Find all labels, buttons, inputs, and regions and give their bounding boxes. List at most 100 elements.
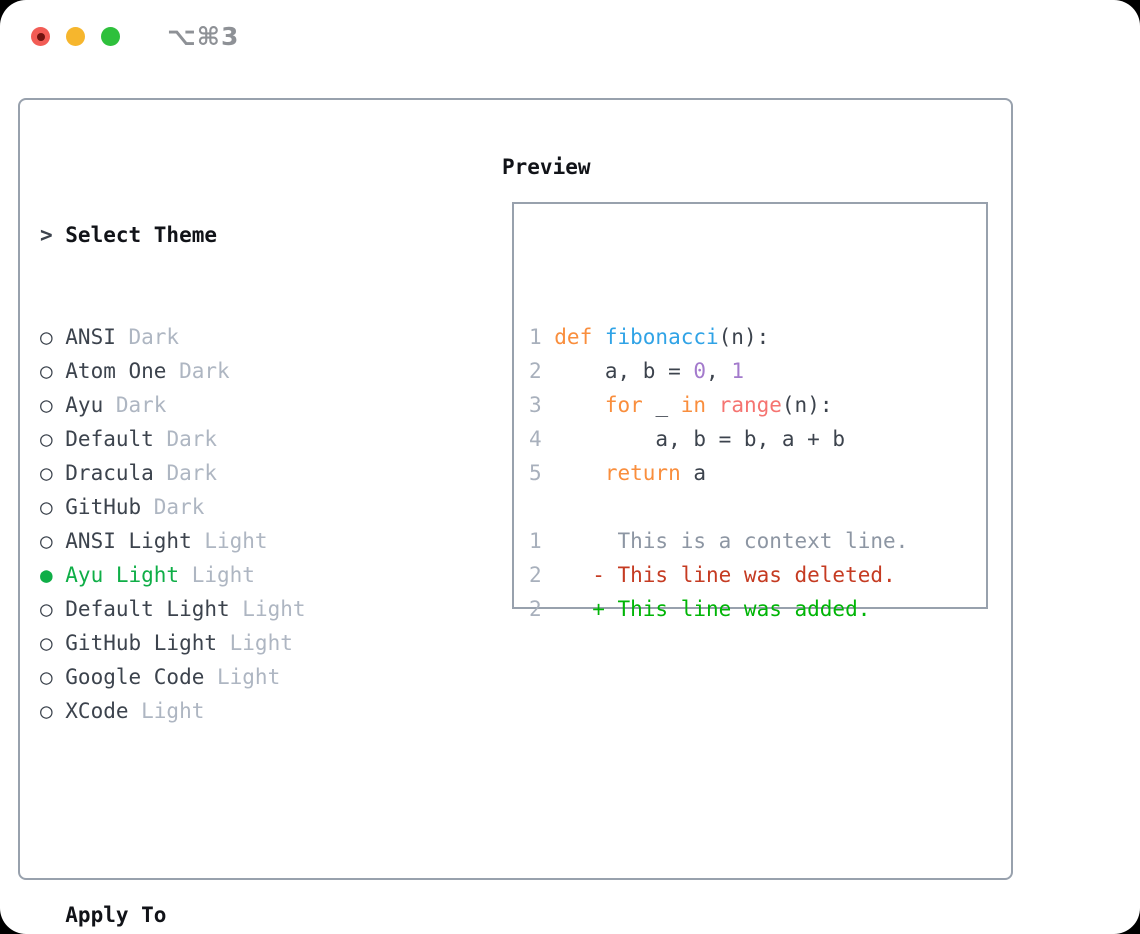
preview-title: Preview bbox=[502, 155, 591, 179]
code-segment: 0 bbox=[693, 359, 707, 383]
radio-unselected-icon: ○ bbox=[40, 427, 66, 451]
radio-unselected-icon: ○ bbox=[40, 359, 66, 383]
theme-option[interactable]: ○ Ayu Dark bbox=[40, 388, 394, 422]
theme-option-tag: Dark bbox=[153, 427, 218, 451]
theme-option[interactable]: ○ Default Dark bbox=[40, 422, 394, 456]
theme-option-name: Atom One bbox=[65, 359, 167, 383]
code-line: 3 for _ in range(n): bbox=[529, 388, 976, 422]
code-line: 4 a, b = b, a + b bbox=[529, 422, 976, 456]
code-segment: def bbox=[554, 325, 605, 349]
line-number: 2 bbox=[529, 597, 542, 621]
radio-unselected-icon: ○ bbox=[40, 529, 66, 553]
select-theme-title: Select Theme bbox=[65, 223, 217, 247]
prompt-caret: > bbox=[40, 223, 53, 247]
radio-unselected-icon: ○ bbox=[40, 631, 66, 655]
theme-option-name: Default bbox=[65, 427, 154, 451]
code-segment: This is a context line. bbox=[554, 529, 909, 553]
radio-unselected-icon: ○ bbox=[40, 665, 66, 689]
code-segment: a, b = bbox=[554, 359, 694, 383]
radio-unselected-icon: ○ bbox=[40, 495, 66, 519]
theme-option[interactable]: ○ ANSI Light Light bbox=[40, 524, 394, 558]
radio-unselected-icon: ○ bbox=[40, 597, 66, 621]
theme-option[interactable]: ○ GitHub Light Light bbox=[40, 626, 394, 660]
code-line: 2 + This line was added. bbox=[529, 592, 976, 626]
theme-option[interactable]: ● Ayu Light Light bbox=[40, 558, 394, 592]
theme-option-name: GitHub bbox=[65, 495, 142, 519]
code-segment bbox=[554, 461, 605, 485]
radio-unselected-icon: ○ bbox=[40, 699, 66, 723]
theme-option-tag: Dark bbox=[166, 359, 230, 383]
radio-unselected-icon: ○ bbox=[40, 325, 66, 349]
code-segment: in bbox=[680, 393, 707, 417]
code-segment: 1 bbox=[731, 359, 744, 383]
theme-option-name: ANSI bbox=[65, 325, 116, 349]
theme-option-tag: Light bbox=[229, 597, 306, 621]
code-segment bbox=[554, 393, 605, 417]
theme-option-name: XCode bbox=[65, 699, 129, 723]
title-bar: ⌥⌘3 bbox=[0, 0, 1140, 74]
theme-option-name: Ayu bbox=[65, 393, 104, 417]
apply-to-title: Apply To bbox=[65, 903, 167, 927]
theme-list: ○ ANSI Dark○ Atom One Dark○ Ayu Dark○ De… bbox=[40, 320, 394, 728]
line-number: 5 bbox=[529, 461, 542, 485]
code-segment: a bbox=[680, 461, 707, 485]
spacer-row bbox=[40, 796, 394, 830]
theme-option-tag: Light bbox=[128, 699, 205, 723]
theme-option-name: Google Code bbox=[65, 665, 205, 689]
theme-option[interactable]: ○ Google Code Light bbox=[40, 660, 394, 694]
code-segment: - This line was deleted. bbox=[554, 563, 896, 587]
window-shortcut-label: ⌥⌘3 bbox=[167, 22, 240, 51]
code-segment: a, b = b, a + b bbox=[554, 427, 846, 451]
code-line: 2 - This line was deleted. bbox=[529, 558, 976, 592]
theme-option[interactable]: ○ Dracula Dark bbox=[40, 456, 394, 490]
line-number: 1 bbox=[529, 325, 542, 349]
theme-option-name: Ayu Light bbox=[65, 563, 180, 587]
theme-option[interactable]: ○ ANSI Dark bbox=[40, 320, 394, 354]
code-line: 1 This is a context line. bbox=[529, 524, 976, 558]
code-line: 5 return a bbox=[529, 456, 976, 490]
theme-option[interactable]: ○ GitHub Dark bbox=[40, 490, 394, 524]
line-number: 3 bbox=[529, 393, 542, 417]
line-number: 2 bbox=[529, 359, 542, 383]
theme-option-tag: Light bbox=[179, 563, 255, 587]
theme-option[interactable]: ○ Atom One Dark bbox=[40, 354, 394, 388]
code-segment bbox=[706, 393, 719, 417]
code-segment: , bbox=[706, 359, 732, 383]
code-segment: (n): bbox=[718, 325, 770, 349]
minimize-button[interactable] bbox=[66, 27, 85, 46]
theme-option-name: ANSI Light bbox=[65, 529, 192, 553]
code-segment: (n): bbox=[781, 393, 833, 417]
line-number: 1 bbox=[529, 529, 542, 553]
line-number: 4 bbox=[529, 427, 542, 451]
code-segment: range bbox=[718, 393, 782, 417]
theme-option-tag: Dark bbox=[103, 393, 167, 417]
left-column: > Select Theme ○ ANSI Dark○ Atom One Dar… bbox=[40, 150, 394, 934]
theme-option[interactable]: ○ Default Light Light bbox=[40, 592, 394, 626]
radio-unselected-icon: ○ bbox=[40, 393, 66, 417]
line-number: 2 bbox=[529, 563, 542, 587]
select-theme-header: > Select Theme bbox=[40, 218, 394, 252]
theme-option-tag: Dark bbox=[141, 495, 205, 519]
radio-selected-icon: ● bbox=[40, 563, 66, 587]
theme-picker-panel: > Select Theme ○ ANSI Dark○ Atom One Dar… bbox=[18, 98, 1013, 927]
code-segment: return bbox=[604, 461, 681, 485]
theme-option-tag: Light bbox=[204, 665, 281, 689]
close-button[interactable] bbox=[31, 27, 50, 46]
theme-option-tag: Dark bbox=[153, 461, 218, 485]
code-segment: for bbox=[604, 393, 643, 417]
theme-option-tag: Dark bbox=[115, 325, 180, 349]
traffic-lights bbox=[31, 27, 120, 46]
code-line: 2 a, b = 0, 1 bbox=[529, 354, 976, 388]
code-segment: _ bbox=[642, 393, 681, 417]
code-segment: + This line was added. bbox=[554, 597, 871, 621]
radio-unselected-icon: ○ bbox=[40, 461, 66, 485]
code-line bbox=[529, 490, 976, 524]
zoom-button[interactable] bbox=[101, 27, 120, 46]
theme-option-tag: Light bbox=[217, 631, 293, 655]
theme-option[interactable]: ○ XCode Light bbox=[40, 694, 394, 728]
theme-option-name: Dracula bbox=[65, 461, 154, 485]
